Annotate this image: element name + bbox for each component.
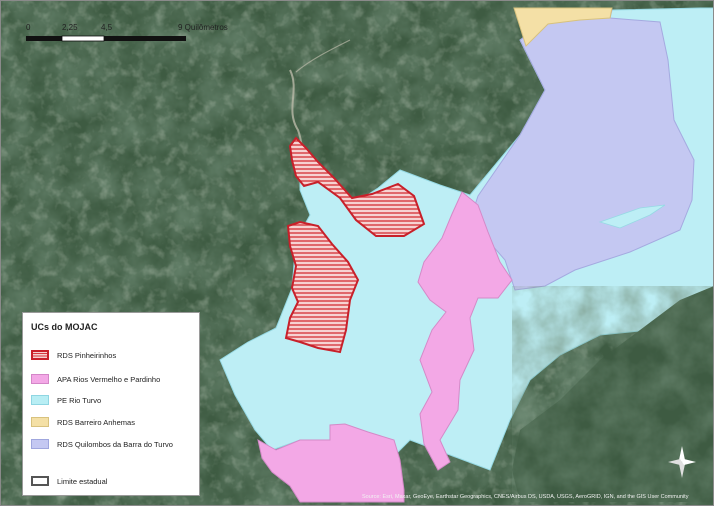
north-arrow-icon: [668, 446, 696, 478]
scale-tick-3: 9 Quilômetros: [178, 23, 228, 32]
rds-pinheirinhos-north-area[interactable]: [288, 136, 426, 237]
scale-bar: 0 2,25 4,5 9 Quilômetros: [26, 23, 228, 42]
rds-barreiro-anhemas-area[interactable]: [513, 7, 613, 47]
legend-item-limite-estadual: Limite estadual: [31, 474, 107, 488]
legend-swatch-limite-estadual: [31, 476, 49, 486]
legend-label: RDS Barreiro Anhemas: [57, 417, 135, 427]
legend-label: Limite estadual: [57, 476, 108, 486]
legend-label: APA Rios Vermelho e Pardinho: [57, 374, 161, 384]
legend-label: RDS Pinheirinhos: [57, 350, 117, 360]
legend-item-rds-pinheirinhos: RDS Pinheirinhos: [31, 348, 116, 362]
legend-item-pe-rio-turvo: PE Rio Turvo: [31, 393, 101, 407]
legend-title: UCs do MOJAC: [31, 322, 98, 332]
apa-southwest-area[interactable]: [257, 423, 405, 503]
legend-swatch-pe-rio-turvo: [31, 395, 49, 405]
legend-swatch-rds-quilombos: [31, 439, 49, 449]
attribution-text: Source: Esri, Maxar, GeoEye, Earthstar G…: [362, 494, 689, 500]
legend-swatch-rds-pinheirinhos: [31, 350, 49, 360]
rds-pinheirinhos-south-area[interactable]: [284, 220, 360, 354]
legend-label: RDS Quilombos da Barra do Turvo: [57, 439, 173, 449]
apa-rios-vermelho-pardinho-area[interactable]: [417, 191, 513, 471]
legend-swatch-apa: [31, 374, 49, 384]
legend-label: PE Rio Turvo: [57, 395, 102, 405]
legend-item-apa: APA Rios Vermelho e Pardinho: [31, 372, 160, 386]
scale-tick-2: 4,5: [101, 23, 113, 32]
scale-tick-0: 0: [26, 23, 31, 32]
legend-swatch-rds-barreiro: [31, 417, 49, 427]
legend-item-rds-quilombos: RDS Quilombos da Barra do Turvo: [31, 437, 173, 451]
scale-tick-1: 2,25: [62, 23, 78, 32]
legend-panel: UCs do MOJAC RDS Pinheirinhos APA Rios V…: [22, 312, 200, 496]
legend-item-rds-barreiro: RDS Barreiro Anhemas: [31, 415, 135, 429]
